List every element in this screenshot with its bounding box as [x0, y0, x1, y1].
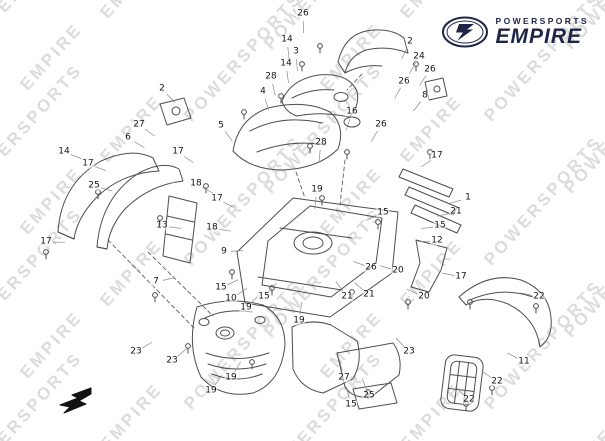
callout-number: 16 — [345, 106, 359, 117]
callout-number: 23 — [129, 346, 143, 357]
callout-number: 25 — [362, 390, 376, 401]
callout-number: 20 — [391, 265, 405, 276]
callout-number: 26 — [364, 262, 378, 273]
callout-number: 25 — [87, 180, 101, 191]
callout-number: 26 — [423, 64, 437, 75]
callout-number: 15 — [376, 207, 390, 218]
callout-number: 7 — [152, 276, 160, 287]
callout-number: 10 — [224, 293, 238, 304]
callout-number: 3 — [292, 46, 300, 57]
callout-number: 6 — [124, 132, 132, 143]
callout-number: 5 — [217, 120, 225, 131]
empire-bolt-oval-icon — [441, 16, 488, 48]
callout-number: 19 — [239, 302, 253, 313]
callout-number: 14 — [57, 146, 71, 157]
callout-number: 21 — [362, 289, 376, 300]
callout-number: 28 — [314, 137, 328, 148]
callout-number: 17 — [81, 158, 95, 169]
callout-number: 1 — [464, 192, 472, 203]
callout-number: 26 — [397, 76, 411, 87]
callout-number: 22 — [532, 291, 546, 302]
callout-number: 23 — [165, 355, 179, 366]
callout-number: 19 — [204, 385, 218, 396]
callout-number: 15 — [214, 282, 228, 293]
callout-number: 27 — [337, 372, 351, 383]
callout-number: 9 — [220, 246, 228, 257]
callout-number: 15 — [433, 220, 447, 231]
brand-logo-text: POWERSPORTS EMPIRE — [496, 17, 589, 48]
callout-number: 14 — [280, 34, 294, 45]
callout-number: 18 — [189, 178, 203, 189]
front-direction-arrow-icon — [59, 387, 92, 414]
callout-number: 19 — [310, 184, 324, 195]
callout-number: 28 — [264, 71, 278, 82]
callout-number: 22 — [490, 376, 504, 387]
callout-number: 17 — [171, 146, 185, 157]
callout-number: 17 — [39, 236, 53, 247]
callout-number: 27 — [132, 119, 146, 130]
callout-number: 2 — [158, 83, 166, 94]
callout-number: 21 — [340, 291, 354, 302]
callout-number: 17 — [210, 193, 224, 204]
callout-number: 8 — [421, 90, 429, 101]
callout-number: 13 — [155, 220, 169, 231]
callout-number: 24 — [412, 51, 426, 62]
callout-number: 26 — [296, 8, 310, 19]
callout-number: 11 — [517, 356, 531, 367]
callout-number: 15 — [257, 291, 271, 302]
callout-number: 22 — [462, 394, 476, 405]
callout-number: 17 — [430, 150, 444, 161]
callout-number: 20 — [417, 291, 431, 302]
brand-logo: POWERSPORTS EMPIRE — [441, 15, 589, 49]
callout-number: 26 — [374, 119, 388, 130]
callout-number: 18 — [205, 222, 219, 233]
callout-number: 17 — [454, 271, 468, 282]
callout-number: 14 — [279, 58, 293, 69]
brand-name-top: POWERSPORTS — [495, 15, 589, 26]
callout-number: 19 — [224, 372, 238, 383]
callout-number: 21 — [449, 206, 463, 217]
callout-number: 15 — [344, 399, 358, 410]
callout-number: 12 — [430, 235, 444, 246]
callout-number: 19 — [292, 315, 306, 326]
brand-name-bottom: EMPIRE — [495, 25, 583, 49]
callout-number: 23 — [402, 346, 416, 357]
callout-number: 4 — [259, 86, 267, 97]
callout-number: 2 — [406, 36, 414, 47]
